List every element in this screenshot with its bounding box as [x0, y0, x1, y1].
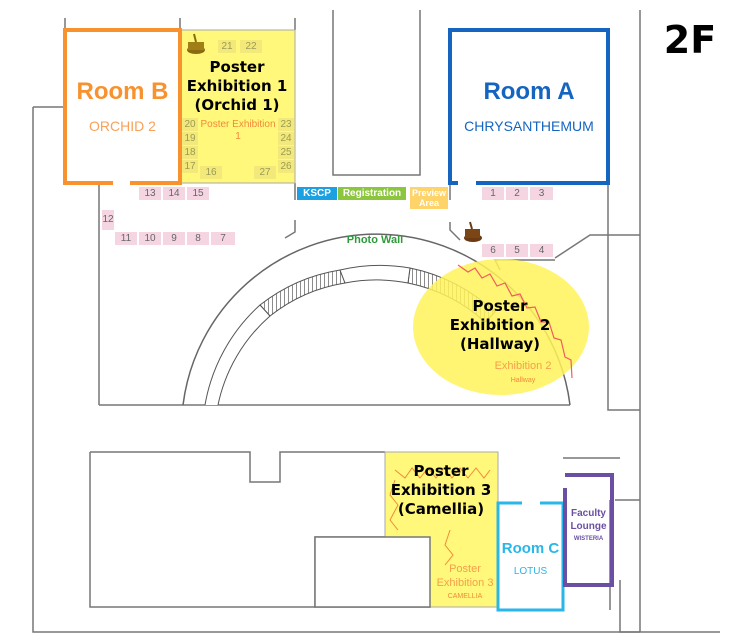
poster-booth: 20: [182, 118, 198, 131]
booth: 6: [482, 244, 504, 257]
booth: 7: [211, 232, 235, 245]
booth: 8: [187, 232, 209, 245]
booth: 5: [506, 244, 528, 257]
booth: 11: [115, 232, 137, 245]
poster-2-map-sub: Hallway: [510, 377, 536, 384]
booth: 9: [163, 232, 185, 245]
room-b-name[interactable]: Room B: [76, 78, 169, 105]
poster-boards: [444, 529, 454, 566]
booth: 14: [163, 187, 185, 200]
room-a-name[interactable]: Room A: [483, 78, 575, 105]
poster-exhibition-1-area: [179, 29, 296, 184]
storage-room: [314, 536, 431, 608]
booth: 13: [139, 187, 161, 200]
poster-booth: 17: [182, 160, 198, 173]
booth: 10: [139, 232, 161, 245]
coffee-cup-icon: [464, 221, 482, 242]
room-a-sub: CHRYSANTHEMUM: [464, 118, 594, 134]
hallway-wall: [204, 304, 271, 406]
registration-desk[interactable]: Registration: [338, 187, 406, 200]
poster-booth: 18: [182, 146, 198, 159]
poster-booth: 22: [240, 40, 262, 53]
poster-1-map-label: Poster Exhibition 1: [200, 119, 276, 142]
poster-booth: 19: [182, 132, 198, 145]
faculty-lounge-outline: [563, 473, 614, 587]
poster-boards: [389, 479, 399, 531]
floor-label: 2F: [663, 18, 717, 62]
room-b-outline: [63, 28, 182, 185]
kscp-desk[interactable]: KSCP: [297, 187, 337, 200]
walls: [32, 10, 720, 633]
coffee-cup-icon: [187, 33, 205, 54]
poster-booth: 23: [278, 118, 294, 131]
room-c-name[interactable]: Room C: [501, 540, 560, 557]
hatched-wall: [259, 269, 346, 317]
poster-exhibition-2-area: [413, 259, 589, 395]
booth: 12: [102, 210, 114, 230]
room-a-outline: [448, 28, 610, 185]
poster-booth: 24: [278, 132, 294, 145]
booth: 3: [530, 187, 553, 200]
room-c-outline: [496, 501, 565, 612]
poster-booth: 16: [200, 166, 222, 179]
poster-booth: 21: [218, 40, 236, 53]
booth: 15: [187, 187, 209, 200]
booth: 4: [530, 244, 553, 257]
hallway-wall: [339, 264, 411, 284]
poster-booth: 26: [278, 160, 294, 173]
poster-2-map-label: Exhibition 2: [494, 360, 552, 372]
booth: 2: [506, 187, 528, 200]
room-c-sub: LOTUS: [513, 566, 548, 577]
poster-booth: 27: [254, 166, 276, 179]
photo-wall-label: Photo Wall: [346, 234, 404, 246]
poster-boards: [457, 264, 573, 379]
poster-booth: 25: [278, 146, 294, 159]
booth: 1: [482, 187, 504, 200]
poster-boards: [394, 467, 491, 479]
room-b-sub: ORCHID 2: [89, 118, 156, 134]
